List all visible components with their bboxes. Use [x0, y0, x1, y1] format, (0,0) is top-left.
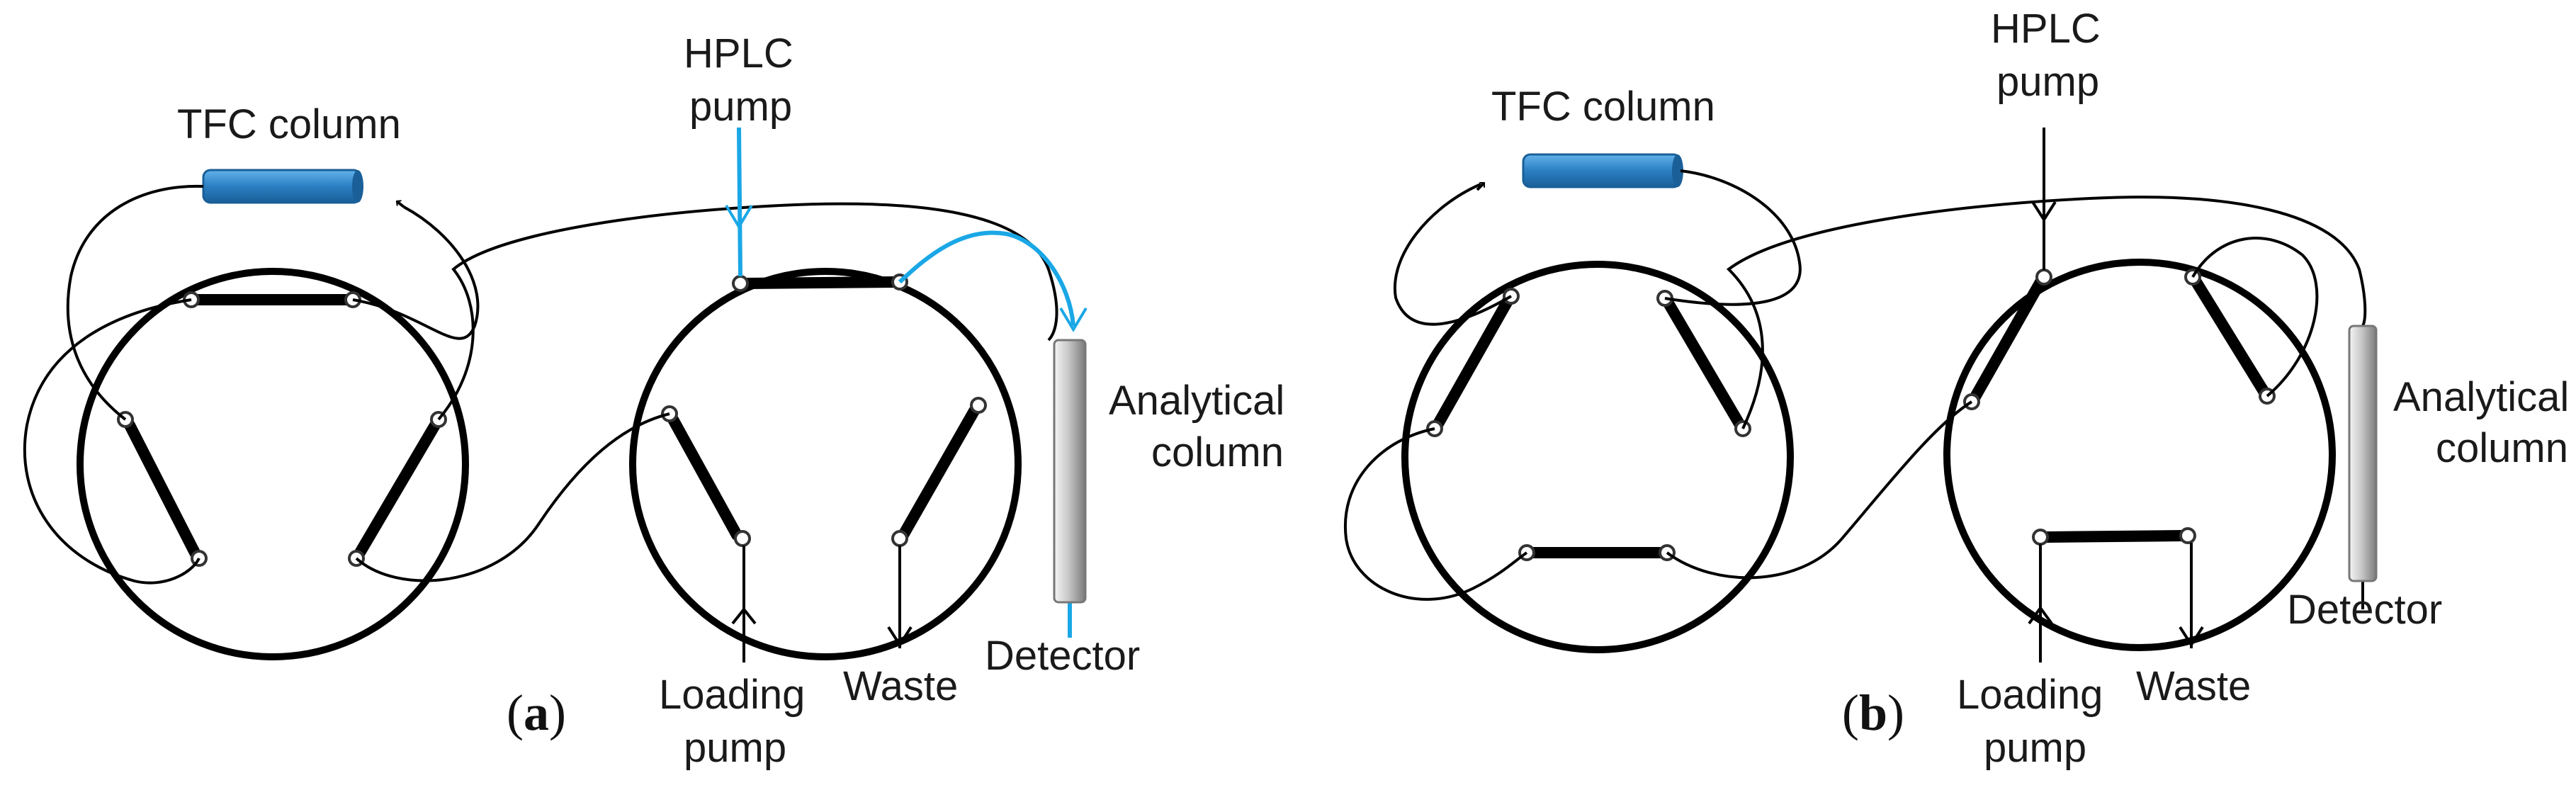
analytical-label-line1-b: Analytical	[2393, 374, 2569, 420]
flow-path-a	[725, 127, 1088, 638]
tfc-column-label-a: TFC column	[177, 101, 401, 147]
loading-label-line2-b: pump	[1984, 725, 2086, 771]
loading-label-line1-a: Loading	[659, 672, 805, 718]
analytical-column-b	[2348, 325, 2378, 582]
tfc-column-b	[1522, 153, 1683, 188]
analytical-label-line2-b: column	[2436, 425, 2568, 471]
analytical-column-a	[1053, 339, 1087, 604]
hplc-label-line2-b: pump	[1996, 59, 2099, 105]
panel-a: TFC column HPLC pump Analytical column D…	[23, 30, 1284, 771]
analytical-feed-a	[898, 230, 1075, 327]
hplc-label-line1-a: HPLC	[684, 30, 793, 77]
tfc-column-label-b: TFC column	[1491, 84, 1715, 130]
detector-label-b: Detector	[2287, 587, 2442, 633]
analytical-label-line1-a: Analytical	[1109, 378, 1284, 424]
tubing-b	[1343, 169, 2367, 601]
io-lines-a	[731, 546, 913, 662]
hplc-label-line1-b: HPLC	[1991, 6, 2101, 52]
panel-b: TFC column HPLC pump Analytical column D…	[1343, 6, 2569, 771]
valve-right-b	[1943, 259, 2336, 651]
hplc-inlet-a	[737, 127, 742, 277]
waste-label-a: Waste	[843, 663, 958, 709]
panel-label-b: (b)	[1842, 684, 1904, 741]
analytical-label-line2-a: column	[1151, 429, 1284, 475]
tubing-a	[23, 184, 1058, 585]
loading-label-line2-a: pump	[684, 725, 786, 771]
valve-right-a	[629, 268, 1022, 660]
loading-label-line1-b: Loading	[1957, 672, 2103, 718]
hplc-label-line2-a: pump	[689, 84, 792, 130]
waste-label-b: Waste	[2136, 663, 2251, 709]
panel-label-a: (a)	[507, 684, 566, 741]
detector-label-a: Detector	[985, 633, 1140, 679]
io-lines-b	[2028, 128, 2364, 662]
valve-left-a	[77, 268, 469, 660]
tfc-column-a	[202, 169, 363, 204]
